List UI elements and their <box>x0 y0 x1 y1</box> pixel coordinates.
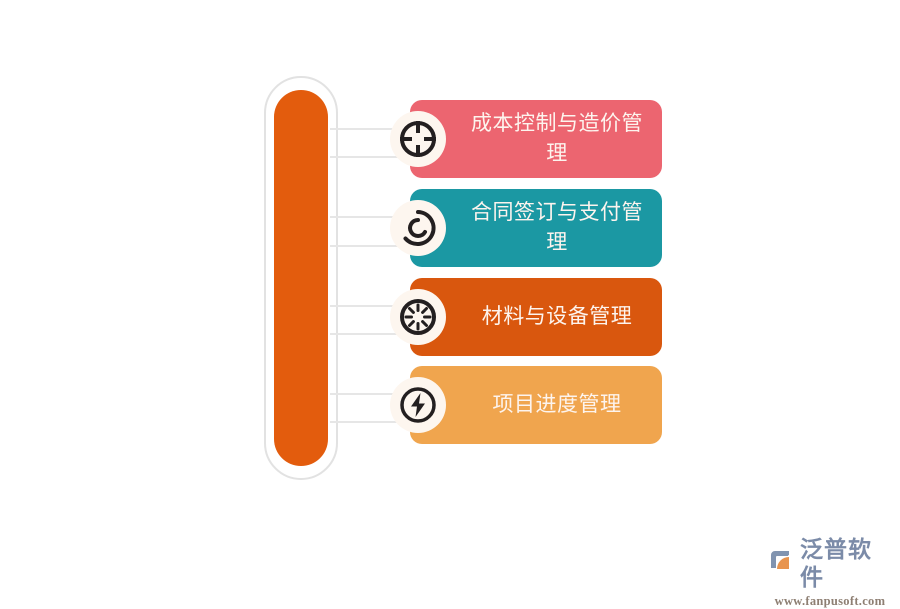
item-label-1: 成本控制与造价管理 <box>471 112 643 165</box>
item-label-4: 项目进度管理 <box>492 393 622 416</box>
connector-line-4b <box>330 421 400 423</box>
lightning-bolt-icon <box>390 377 446 433</box>
connector-line-2a <box>330 216 400 218</box>
connector-line-1b <box>330 156 400 158</box>
item-card-3[interactable]: 材料与设备管理 <box>410 278 662 356</box>
diagram-item-2[interactable]: 合同签订与支付管理 <box>390 189 662 267</box>
diagram-item-4[interactable]: 项目进度管理 <box>390 366 662 444</box>
brand-logo: 泛普软件 www.fanpusoft.com <box>768 536 892 608</box>
fanpu-logo-mark-icon <box>768 548 796 581</box>
connector-line-4a <box>330 393 400 395</box>
item-label-3: 材料与设备管理 <box>481 305 633 328</box>
connector-line-2b <box>330 245 400 247</box>
radial-burst-icon <box>390 289 446 345</box>
spiral-refresh-icon <box>390 200 446 256</box>
target-crosshair-icon <box>390 111 446 167</box>
connector-line-3b <box>330 333 400 335</box>
central-capsule <box>274 90 328 466</box>
item-card-2[interactable]: 合同签订与支付管理 <box>410 189 662 267</box>
connector-line-3a <box>330 305 400 307</box>
connector-line-1a <box>330 128 400 130</box>
item-card-1[interactable]: 成本控制与造价管理 <box>410 100 662 178</box>
logo-row: 泛普软件 <box>768 536 892 592</box>
diagram-item-1[interactable]: 成本控制与造价管理 <box>390 100 662 178</box>
logo-name: 泛普软件 <box>800 537 872 591</box>
logo-url: www.fanpusoft.com <box>774 594 886 608</box>
item-label-2: 合同签订与支付管理 <box>471 201 643 254</box>
item-card-4[interactable]: 项目进度管理 <box>410 366 662 444</box>
diagram-item-3[interactable]: 材料与设备管理 <box>390 278 662 356</box>
